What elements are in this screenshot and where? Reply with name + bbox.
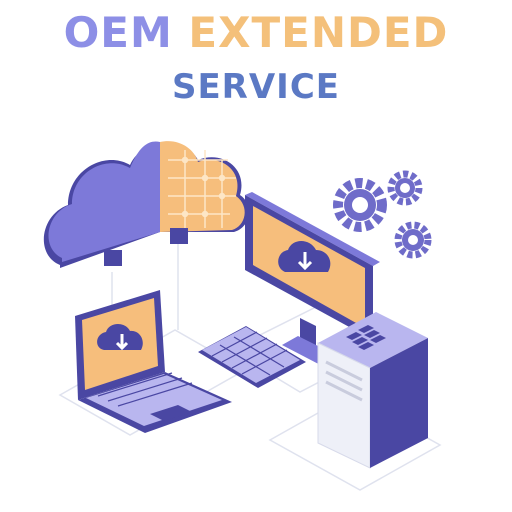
- page-subtitle: SERVICE: [171, 67, 341, 107]
- download-icon: [97, 323, 143, 351]
- cloud-icon: [43, 141, 249, 268]
- title-word-extended: EXTENDED: [188, 8, 449, 57]
- download-icon: [278, 241, 331, 272]
- keyboard-icon: [198, 326, 306, 388]
- page-title: OEM EXTENDED: [0, 8, 512, 58]
- gear-icon: [394, 221, 432, 259]
- server-tower-icon: [317, 312, 428, 469]
- monitor-icon: [245, 192, 380, 370]
- gear-icon: [387, 170, 423, 206]
- title-word-oem: OEM: [63, 8, 173, 57]
- laptop-icon: [75, 290, 232, 433]
- gear-icon: [333, 178, 387, 232]
